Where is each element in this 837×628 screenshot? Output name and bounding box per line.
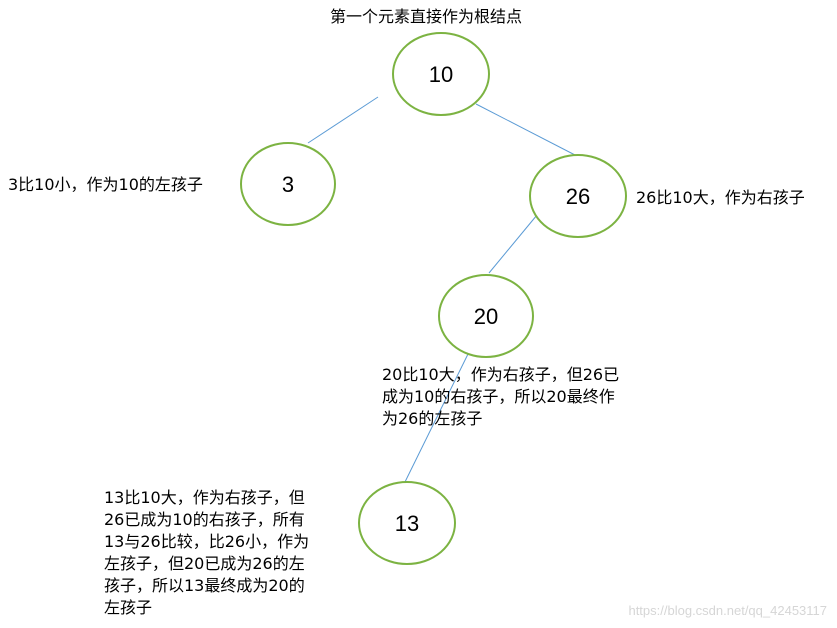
node-label: 10 bbox=[429, 62, 453, 87]
tree-node-26: 26 bbox=[529, 154, 627, 238]
annotation-node-13: 13比10大，作为右孩子，但 26已成为10的右孩子，所有 13与26比较，比2… bbox=[104, 488, 310, 617]
tree-node-10: 10 bbox=[392, 32, 490, 116]
edge-10-3 bbox=[307, 96, 379, 144]
tree-node-20: 20 bbox=[438, 274, 534, 358]
edge-20-13 bbox=[402, 351, 470, 487]
tree-node-3: 3 bbox=[240, 142, 336, 226]
watermark: https://blog.csdn.net/qq_42453117 bbox=[628, 603, 827, 618]
annotation-node-20: 20比10大，作为右孩子，但26已 成为10的右孩子，所以20最终作 为26的左… bbox=[382, 365, 620, 428]
node-label: 13 bbox=[395, 511, 419, 536]
edge-26-20 bbox=[488, 214, 538, 274]
diagram-title: 第一个元素直接作为根结点 bbox=[330, 7, 523, 26]
node-label: 26 bbox=[566, 184, 590, 209]
node-label: 3 bbox=[282, 172, 294, 197]
node-label: 20 bbox=[474, 304, 498, 329]
annotation-node-3: 3比10小，作为10的左孩子 bbox=[8, 175, 203, 194]
edge-10-26 bbox=[475, 103, 576, 156]
annotation-node-26: 26比10大，作为右孩子 bbox=[636, 188, 805, 207]
tree-node-13: 13 bbox=[358, 481, 456, 565]
